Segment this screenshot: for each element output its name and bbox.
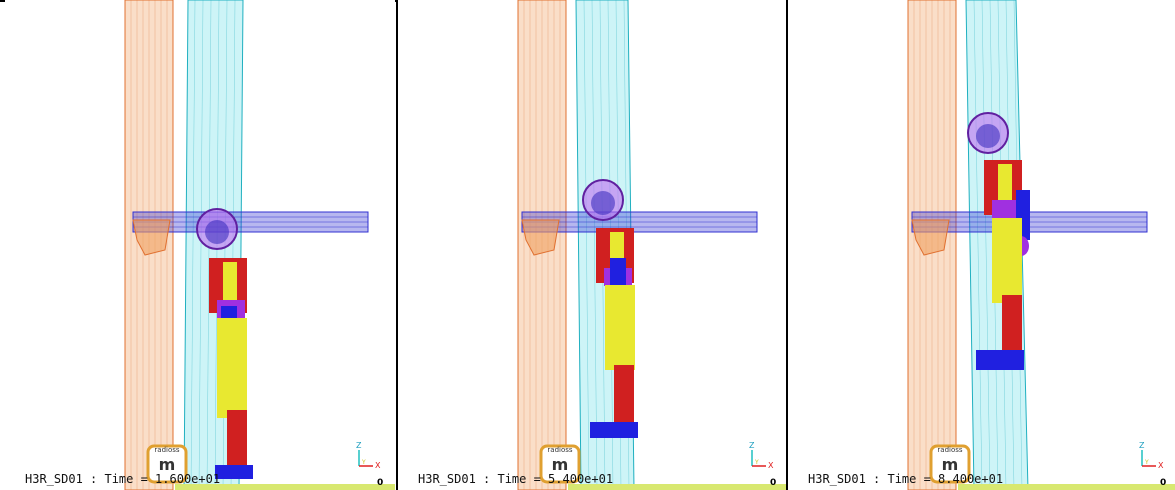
bracket xyxy=(132,219,171,256)
svg-text:Y: Y xyxy=(754,459,759,466)
time-label: H3R_SD01 : Time = 8.400e+01 xyxy=(808,472,1004,486)
bracket xyxy=(911,219,950,256)
ground-plate xyxy=(568,484,788,490)
frame-separator xyxy=(786,0,788,490)
svg-text:m: m xyxy=(159,455,176,474)
sim-frame-3[interactable]: m radioss Z X Y H3R_SD01 : Time = 8.400e… xyxy=(788,0,1175,490)
sim-viewport-3[interactable]: m radioss Z X Y xyxy=(788,0,1175,490)
svg-text:m: m xyxy=(552,455,569,474)
zero-marker: 0 xyxy=(377,478,384,488)
sim-frame-1[interactable]: m radioss Z X Y H3R_SD01 : Time = 1.600e… xyxy=(5,0,395,490)
svg-text:Y: Y xyxy=(361,459,366,466)
svg-text:Z: Z xyxy=(749,441,755,450)
svg-text:m: m xyxy=(942,455,959,474)
sim-viewport-2[interactable]: m radioss Z X Y xyxy=(398,0,788,490)
time-label: H3R_SD01 : Time = 5.400e+01 xyxy=(418,472,614,486)
axis-triad: Z X Y xyxy=(749,441,774,470)
svg-text:X: X xyxy=(1158,461,1164,470)
ground-plate xyxy=(958,484,1175,490)
svg-text:X: X xyxy=(375,461,381,470)
bar-mesh xyxy=(133,216,368,228)
svg-text:radioss: radioss xyxy=(547,446,572,454)
radioss-logo: m radioss xyxy=(929,444,971,484)
dummy-figure xyxy=(196,208,253,479)
frame-separator xyxy=(396,0,398,490)
dummy-figure xyxy=(582,179,638,438)
radioss-logo: m radioss xyxy=(146,444,188,484)
bar-mesh xyxy=(522,216,757,228)
axis-triad: Z X Y xyxy=(356,441,381,470)
time-label: H3R_SD01 : Time = 1.600e+01 xyxy=(25,472,221,486)
zero-marker: 0 xyxy=(770,478,777,488)
svg-text:radioss: radioss xyxy=(154,446,179,454)
sim-viewport-1[interactable]: m radioss Z X Y xyxy=(5,0,395,490)
svg-text:Y: Y xyxy=(1144,459,1149,466)
zero-marker: 0 xyxy=(1160,478,1167,488)
sim-frame-2[interactable]: m radioss Z X Y H3R_SD01 : Time = 5.400e… xyxy=(398,0,788,490)
bracket xyxy=(521,219,560,256)
svg-text:X: X xyxy=(768,461,774,470)
svg-text:radioss: radioss xyxy=(937,446,962,454)
ground-plate xyxy=(175,484,395,490)
axis-triad: Z X Y xyxy=(1139,441,1164,470)
svg-text:Z: Z xyxy=(1139,441,1145,450)
radioss-logo: m radioss xyxy=(539,444,581,484)
dummy-figure xyxy=(967,112,1030,370)
svg-text:Z: Z xyxy=(356,441,362,450)
